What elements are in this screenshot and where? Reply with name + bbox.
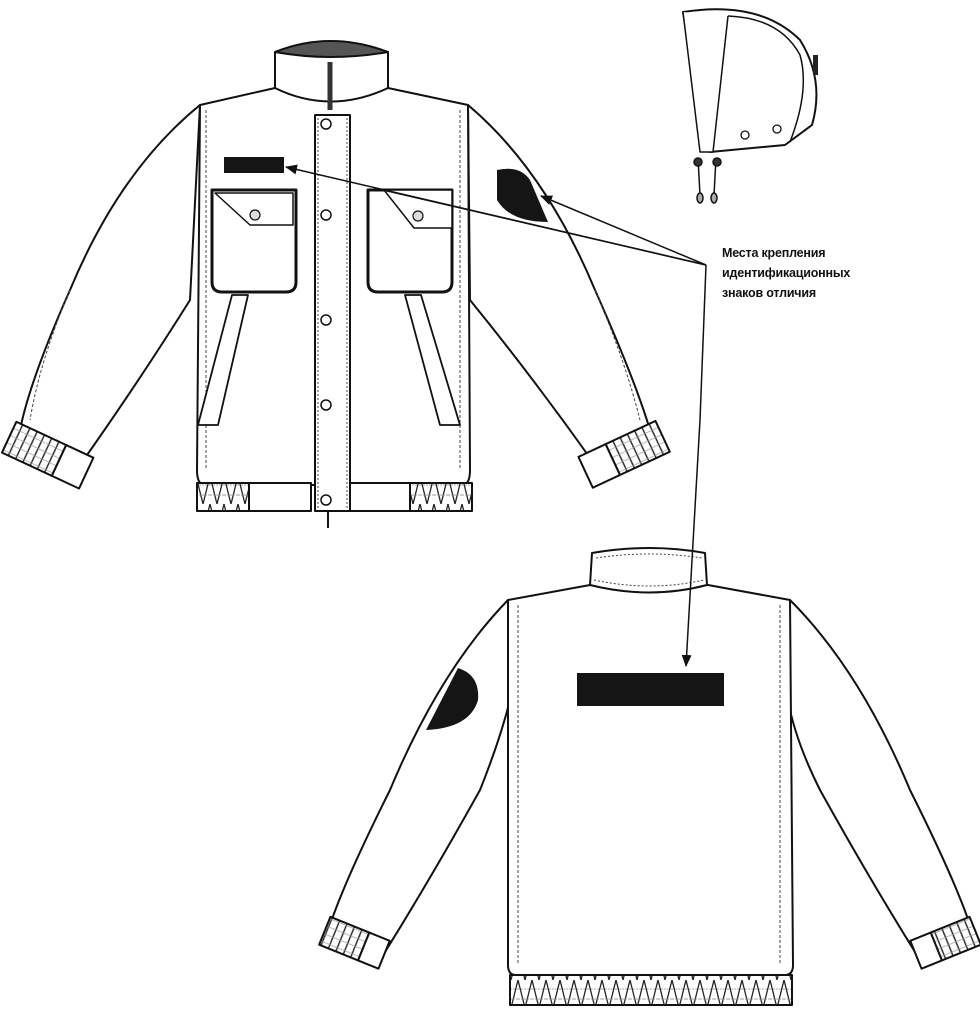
back-sleeve-patch: [426, 668, 479, 730]
front-left-welt-pocket: [197, 294, 249, 426]
annotation-line-2: идентификационных: [722, 266, 851, 280]
front-right-chest-pocket: [366, 188, 454, 294]
front-right-welt-pocket: [404, 294, 461, 426]
back-left-cuff: [318, 915, 391, 970]
back-collar: [589, 547, 708, 594]
front-waistband-right: [409, 482, 473, 512]
leader-to-back-badge: [681, 264, 707, 667]
back-right-sleeve: [787, 599, 971, 961]
hood-view: [682, 8, 818, 204]
front-right-cuff: [577, 419, 671, 489]
front-chest-badge: [224, 157, 284, 173]
back-view: [318, 547, 980, 1006]
front-left-cuff: [0, 420, 95, 490]
annotation-line-1: Места крепления: [722, 246, 826, 260]
back-badge: [577, 673, 724, 706]
front-view: [0, 40, 671, 528]
front-waistband-left: [196, 482, 250, 512]
annotation-leaders: [285, 164, 707, 667]
back-body: [507, 584, 794, 976]
leader-to-sleeve-patch: [540, 195, 707, 266]
front-left-sleeve: [19, 104, 201, 466]
hood-drawstrings: [693, 157, 722, 204]
snap-buttons: [320, 118, 332, 506]
annotation-label: Места крепления идентификационных знаков…: [722, 243, 850, 303]
front-right-sleeve: [467, 104, 651, 466]
annotation-line-3: знаков отличия: [722, 286, 816, 300]
front-sleeve-patch: [497, 168, 548, 222]
back-left-sleeve: [329, 599, 511, 961]
back-right-cuff: [909, 915, 980, 970]
front-left-chest-pocket: [210, 188, 298, 294]
back-waistband: [509, 974, 793, 1006]
